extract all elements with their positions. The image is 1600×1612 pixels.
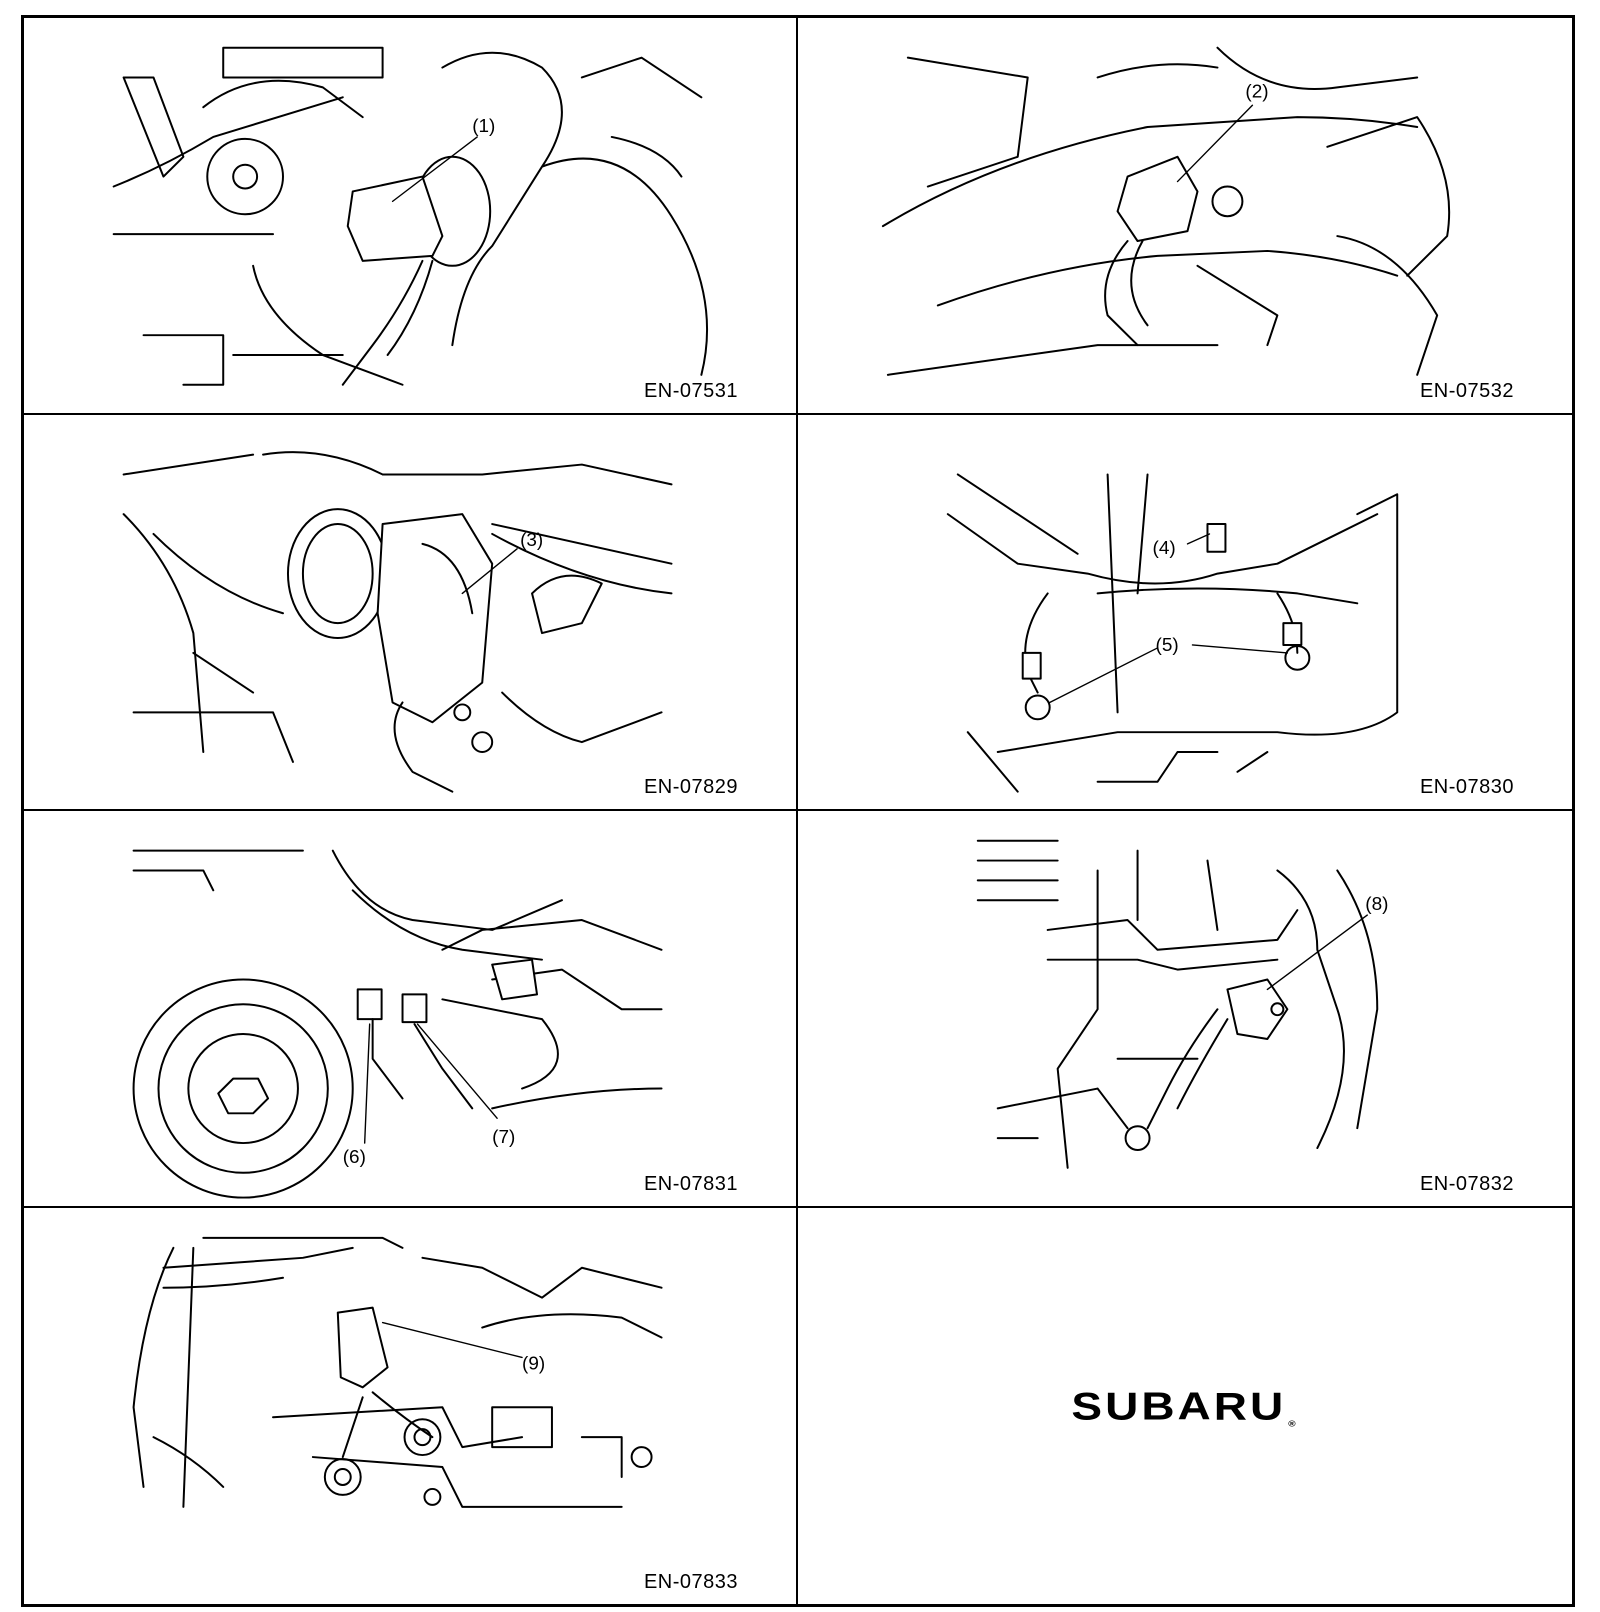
figure-code-2: EN-07532 [1419,379,1514,402]
callout-4: (4) [1153,537,1176,558]
engine-drawing-6: (8) [976,839,1388,1169]
engine-drawing-1: (1) [112,46,709,386]
callout-7: (7) [492,1126,515,1147]
figure-code-5: EN-07831 [643,1172,738,1195]
illustration-grid: (1) EN-07531 (2) EN-07532 [21,15,1575,1607]
callout-2: (2) [1245,81,1268,102]
figure-code-1: EN-07531 [643,379,738,402]
callout-1: (1) [472,115,495,136]
panel-7: (9) EN-07833 [24,1207,798,1604]
callout-3: (3) [520,528,543,549]
engine-drawing-3: (3) [122,450,673,793]
callout-9: (9) [522,1353,545,1374]
engine-drawing-5: (6) (7) [132,849,663,1199]
panel-3: (3) EN-07829 [24,414,798,811]
logo-panel: SUBARU® [798,1208,1572,1605]
callout-5: (5) [1156,634,1179,655]
panel-5: (6) (7) EN-07831 [24,811,798,1208]
figure-code-3: EN-07829 [643,776,738,798]
engine-drawing-7: (9) [132,1236,663,1508]
callout-8: (8) [1365,894,1388,915]
callout-6: (6) [343,1146,366,1167]
figure-code-4: EN-07830 [1419,776,1514,798]
subaru-logo: SUBARU® [1071,1383,1299,1429]
panel-2: (2) EN-07532 [798,18,1572,415]
figure-code-6: EN-07832 [1419,1172,1514,1195]
engine-drawing-2: (2) [881,46,1451,376]
figure-code-7: EN-07833 [643,1571,738,1593]
engine-drawing-4: (4) (5) [946,472,1399,793]
panel-4: (4) (5) EN-07830 [798,415,1572,811]
panel-1: (1) EN-07531 [24,18,798,415]
panel-6: (8) EN-07832 [798,811,1572,1208]
